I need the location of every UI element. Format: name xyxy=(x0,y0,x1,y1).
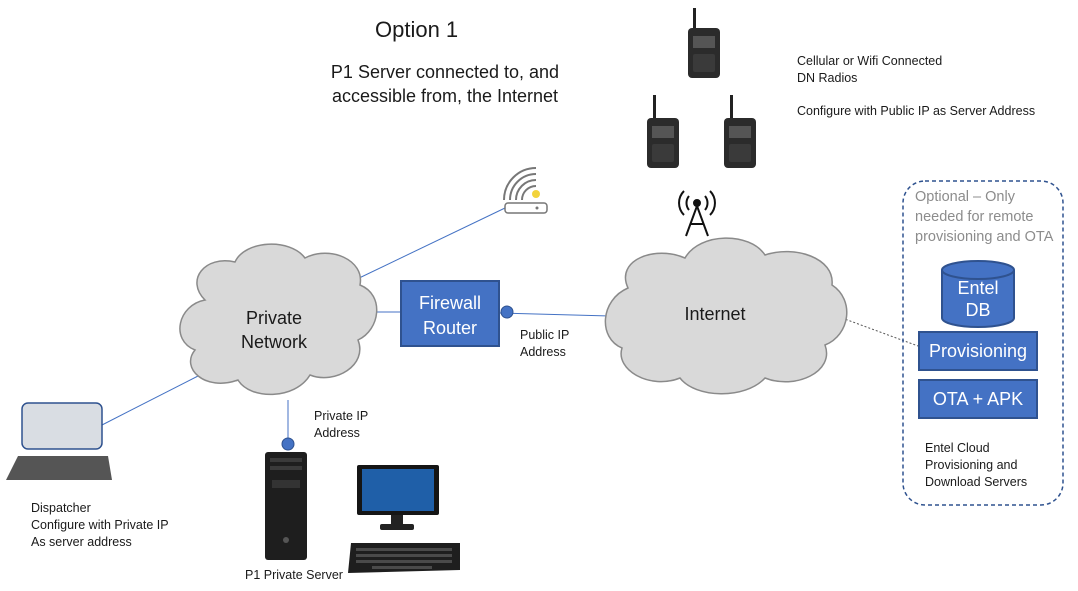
dispatcher-line-1: Dispatcher xyxy=(31,501,91,515)
entel-cloud-line-2: Provisioning and xyxy=(925,458,1018,472)
private-network-line-1: Private xyxy=(245,308,303,328)
laptop-icon xyxy=(6,402,112,480)
radios-config-label: Configure with Public IP as Server Addre… xyxy=(797,104,1036,118)
internet-cloud xyxy=(604,237,848,395)
monitor-icon xyxy=(357,465,439,530)
link-laptop-private xyxy=(101,374,201,426)
ota-apk-box: OTA + APK xyxy=(918,379,1038,419)
cell-tower-icon xyxy=(678,190,716,237)
private-ip-label: Private IP Address xyxy=(314,408,368,442)
subtitle-line-1: P1 Server connected to, and xyxy=(330,62,560,82)
wifi-router-icon xyxy=(503,167,548,214)
provisioning-box: Provisioning xyxy=(918,331,1038,371)
keyboard-icon xyxy=(348,543,460,573)
radios-label-line-1: Cellular or Wifi Connected xyxy=(797,54,943,68)
link-firewall-internet xyxy=(499,312,611,317)
server-label: P1 Private Server xyxy=(245,568,343,582)
dispatcher-line-2: Configure with Private IP xyxy=(31,518,169,532)
internet-label: Internet xyxy=(684,304,746,324)
subtitle: P1 Server connected to, and accessible f… xyxy=(325,60,565,108)
public-ip-label: Public IP Address xyxy=(520,327,569,361)
firewall-router-box: Firewall Router xyxy=(400,280,500,347)
private-ip-connector xyxy=(281,437,295,451)
database-icon xyxy=(941,260,1015,328)
private-ip-line-1: Private IP xyxy=(314,409,369,423)
firewall-line-2: Router xyxy=(422,318,478,338)
public-ip-connector xyxy=(500,305,514,319)
db-label: Entel DB xyxy=(942,277,1014,321)
optional-line-3: provisioning and OTA xyxy=(915,229,1054,245)
walkie-talkie-icon xyxy=(647,95,679,168)
firewall-line-1: Firewall xyxy=(418,293,481,313)
dispatcher-line-3: As server address xyxy=(31,535,132,549)
walkie-talkie-icon xyxy=(724,95,756,168)
private-network-cloud xyxy=(179,243,378,396)
db-line-1: Entel xyxy=(957,278,999,298)
page-title: Option 1 xyxy=(375,17,459,42)
optional-note: Optional – Only needed for remote provis… xyxy=(915,187,1053,247)
dispatcher-label: Dispatcher Configure with Private IP As … xyxy=(31,500,169,551)
optional-container xyxy=(902,180,1064,506)
entel-cloud-label: Entel Cloud Provisioning and Download Se… xyxy=(925,440,1027,491)
private-ip-line-2: Address xyxy=(314,426,360,440)
subtitle-line-2: accessible from, the Internet xyxy=(331,86,559,106)
public-ip-line-2: Address xyxy=(520,345,566,359)
private-network-label: Private Network xyxy=(214,306,334,354)
link-router-private xyxy=(354,207,506,281)
public-ip-line-1: Public IP xyxy=(520,328,570,342)
optional-line-2: needed for remote xyxy=(915,209,1034,225)
radios-label: Cellular or Wifi Connected DN Radios xyxy=(797,53,942,87)
private-network-line-2: Network xyxy=(240,332,307,352)
server-tower-icon xyxy=(265,452,307,560)
entel-cloud-line-3: Download Servers xyxy=(925,475,1028,489)
entel-cloud-line-1: Entel Cloud xyxy=(925,441,990,455)
db-line-2: DB xyxy=(965,300,991,320)
radios-label-line-2: DN Radios xyxy=(797,71,858,85)
walkie-talkie-icon xyxy=(688,8,720,78)
link-internet-cloud xyxy=(841,317,919,347)
optional-line-1: Optional – Only xyxy=(915,189,1015,205)
